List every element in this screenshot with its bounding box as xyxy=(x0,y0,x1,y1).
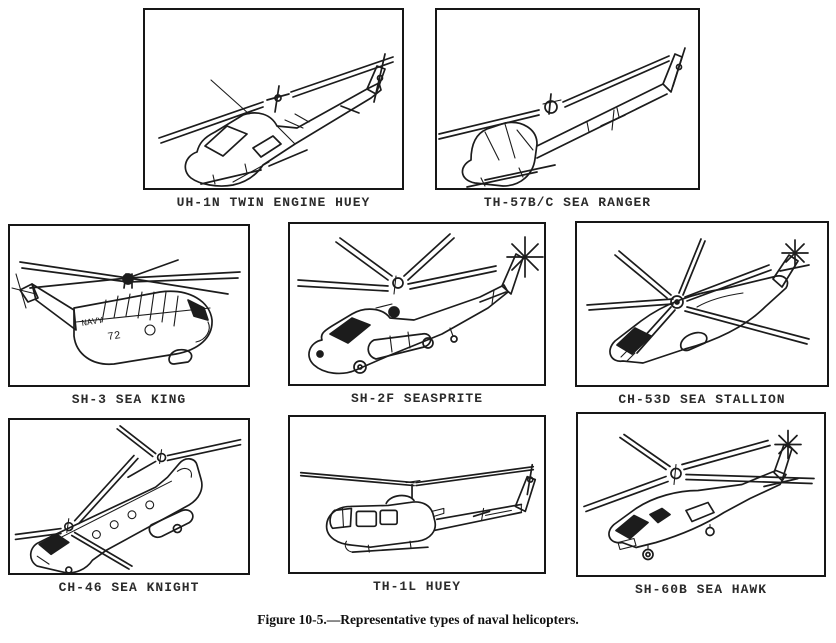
panel-frame xyxy=(576,412,826,577)
sh-2f-illustration xyxy=(297,233,544,375)
modex-marking: 72 xyxy=(107,330,122,344)
th-57bc-illustration xyxy=(438,47,686,188)
panel-th1l: TH-1L HUEY xyxy=(288,415,546,594)
sh-60b-illustration xyxy=(583,429,815,561)
panel-frame xyxy=(8,418,250,575)
ch-53d-illustration xyxy=(586,238,810,364)
panel-label: TH-1L HUEY xyxy=(372,579,461,594)
panel-frame xyxy=(435,8,700,190)
panel-label: CH-46 SEA KNIGHT xyxy=(58,580,200,595)
panel-frame: NAVY 72 xyxy=(8,224,250,387)
panel-label: SH-3 SEA KING xyxy=(71,392,187,407)
ch-46-illustration xyxy=(14,425,242,573)
panel-label: SH-2F SEASPRITE xyxy=(350,391,484,406)
th-1l-illustration xyxy=(299,463,537,553)
panel-uh1n: UH-1N TWIN ENGINE HUEY xyxy=(143,8,404,210)
navy-marking: NAVY xyxy=(81,316,104,329)
panel-frame xyxy=(575,221,829,387)
panel-sh3: NAVY 72 SH-3 SEA KING xyxy=(8,224,250,407)
panel-label: SH-60B SEA HAWK xyxy=(634,582,768,597)
panel-label: TH-57B/C SEA RANGER xyxy=(483,195,652,210)
uh-1n-illustration xyxy=(158,53,394,187)
sh-3-illustration: NAVY 72 xyxy=(11,259,241,365)
panel-sh60b: SH-60B SEA HAWK xyxy=(576,412,826,597)
panel-frame xyxy=(288,415,546,574)
panel-label: UH-1N TWIN ENGINE HUEY xyxy=(176,195,371,210)
panel-th57: TH-57B/C SEA RANGER xyxy=(435,8,700,210)
panel-sh2f: SH-2F SEASPRITE xyxy=(288,222,546,406)
panel-ch46: CH-46 SEA KNIGHT xyxy=(8,418,250,595)
panel-frame xyxy=(143,8,404,190)
panel-frame xyxy=(288,222,546,386)
figure-caption: Figure 10-5.—Representative types of nav… xyxy=(257,612,579,627)
panel-ch53d: CH-53D SEA STALLION xyxy=(575,221,829,407)
panel-label: CH-53D SEA STALLION xyxy=(618,392,786,407)
